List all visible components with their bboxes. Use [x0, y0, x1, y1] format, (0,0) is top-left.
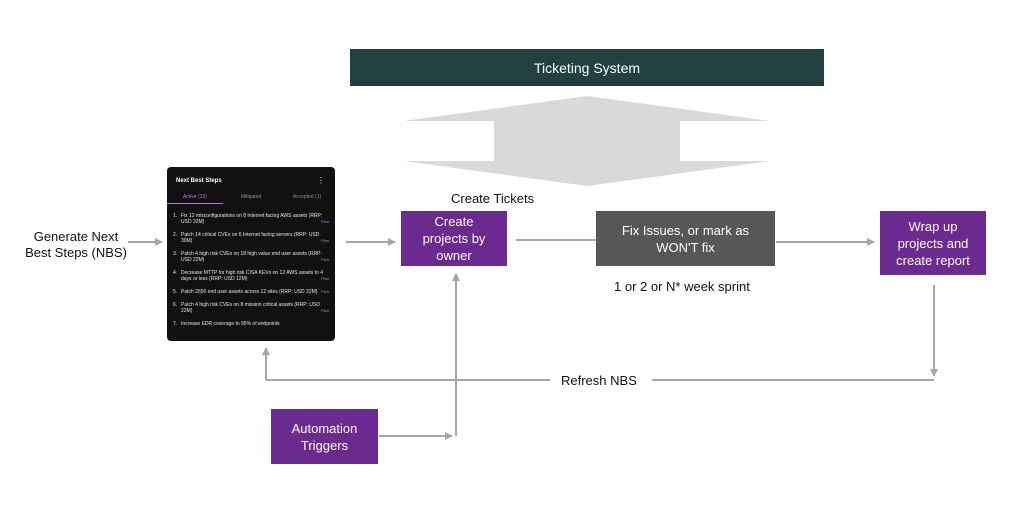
tab-active[interactable]: Active (33): [167, 194, 223, 204]
list-item[interactable]: 5. Patch 2650 end user assets across 12 …: [173, 289, 329, 295]
list-item[interactable]: 7. Increase EDR coverage to 95% of endpo…: [173, 321, 329, 327]
item-text: Increase EDR coverage to 95% of endpoint…: [181, 321, 280, 327]
kebab-menu-icon[interactable]: ⋮: [317, 176, 325, 185]
list-item[interactable]: 4. Decrease MTTP for high risk CISA KEVs…: [173, 270, 329, 282]
list-item[interactable]: 3. Patch 4 high risk CVEs on 18 high val…: [173, 251, 329, 263]
list-item[interactable]: 1. Fix 12 misconfigurations on 8 Interne…: [173, 213, 329, 225]
create-projects-line-2: projects by: [422, 231, 486, 246]
create-tickets-label: Create Tickets: [451, 191, 535, 206]
generate-label-line-1: Generate Next: [33, 229, 119, 244]
create-projects-box: Create projects by owner: [401, 211, 507, 266]
generate-label-line-2: Best Steps (NBS): [25, 245, 127, 260]
item-number: 2.: [173, 232, 178, 238]
item-number: 7.: [173, 321, 178, 327]
list-item[interactable]: 2. Patch 14 critical CVEs on 6 Internet …: [173, 232, 329, 244]
tab-mitigated[interactable]: Mitigated: [240, 194, 262, 200]
item-number: 1.: [173, 213, 178, 219]
plan-link[interactable]: Plan: [320, 219, 329, 224]
item-number: 5.: [173, 289, 178, 295]
create-projects-line-1: Create: [434, 214, 474, 229]
plan-link[interactable]: Plan: [320, 276, 329, 281]
item-text: Patch 4 high risk CVEs on 8 mission crit…: [181, 302, 320, 314]
automation-triggers-box: Automation Triggers: [271, 409, 378, 464]
item-text: Patch 4 high risk CVEs on 18 high value …: [181, 251, 322, 263]
list-item[interactable]: 6. Patch 4 high risk CVEs on 8 mission c…: [173, 302, 329, 314]
item-text: Patch 2650 end user assets across 12 sit…: [181, 289, 318, 295]
fix-issues-line-1: Fix Issues, or mark as: [621, 222, 750, 238]
ticketing-system-title: Ticketing System: [533, 59, 641, 76]
fix-issues-line-2: WON'T fix: [656, 239, 715, 255]
plan-link[interactable]: Plan: [320, 308, 329, 313]
item-text: Decrease MTTP for high risk CISA KEVs on…: [181, 270, 324, 282]
plan-link[interactable]: Plan: [320, 257, 329, 262]
wrap-up-line-1: Wrap up: [908, 218, 958, 234]
nbs-tabs: Active (33) Mitigated Accepted (1): [167, 194, 335, 204]
wrap-up-line-3: create report: [896, 252, 970, 268]
fix-issues-box: Fix Issues, or mark as WON'T fix: [596, 211, 775, 266]
plan-link[interactable]: Plan: [320, 289, 329, 294]
nbs-panel-header: Next Best Steps: [176, 178, 222, 184]
automation-line-1: Automation: [291, 420, 358, 436]
item-text: Patch 14 critical CVEs on 6 Internet fac…: [181, 232, 320, 244]
item-number: 4.: [173, 270, 178, 276]
ticketing-system-banner: Ticketing System: [350, 49, 824, 86]
item-text: Fix 12 misconfigurations on 8 Internet f…: [181, 213, 323, 225]
item-number: 6.: [173, 302, 178, 308]
wrap-up-line-2: projects and: [897, 235, 969, 251]
plan-link[interactable]: Plan: [320, 238, 329, 243]
tab-accepted[interactable]: Accepted (1): [292, 194, 322, 200]
generate-nbs-label: Generate Next Best Steps (NBS): [14, 229, 138, 261]
nbs-list: 1. Fix 12 misconfigurations on 8 Interne…: [173, 213, 329, 334]
automation-line-2: Triggers: [300, 437, 349, 453]
sprint-label: 1 or 2 or N* week sprint: [614, 279, 750, 294]
create-projects-line-3: owner: [436, 248, 472, 263]
wrap-up-box: Wrap up projects and create report: [880, 211, 986, 275]
item-number: 3.: [173, 251, 178, 257]
refresh-nbs-label: Refresh NBS: [561, 373, 637, 388]
next-best-steps-panel: Next Best Steps ⋮ Active (33) Mitigated …: [167, 167, 335, 341]
ticketing-double-arrow: [404, 96, 770, 186]
